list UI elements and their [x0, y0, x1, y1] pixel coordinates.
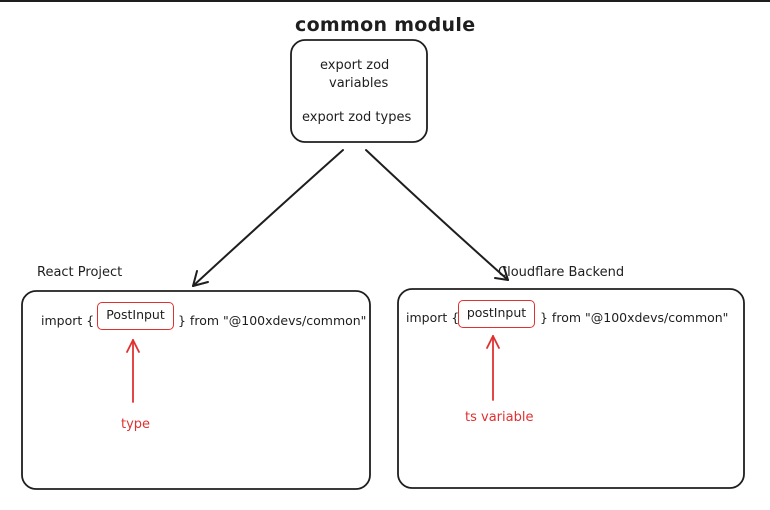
common-export-zod-line: export zod [320, 58, 390, 73]
type-annotation-label: type [121, 417, 151, 432]
variable-annotation-arrow [486, 335, 500, 401]
common-variables-line: variables [329, 76, 389, 91]
ts-variable-annotation-label: ts variable [465, 410, 534, 425]
page-title: common module [295, 14, 476, 36]
cloudflare-highlighted-postinput: postInput [458, 300, 535, 328]
arrow-to-cloudflare [365, 149, 509, 281]
cloudflare-import-rest: } from "@100xdevs/common" [540, 310, 729, 325]
react-highlighted-postinput: PostInput [97, 302, 174, 330]
cloudflare-backend-box [397, 288, 745, 489]
type-annotation-arrow [126, 339, 140, 403]
arrow-to-react [192, 149, 344, 287]
react-import-rest: } from "@100xdevs/common" [178, 313, 367, 328]
react-import-keyword: import { [41, 313, 95, 328]
top-border-line [0, 0, 770, 2]
common-module-box [290, 39, 428, 143]
react-project-label: React Project [37, 265, 123, 280]
cloudflare-import-keyword: import { [406, 310, 460, 325]
react-project-box [21, 290, 371, 490]
common-export-types-line: export zod types [302, 110, 412, 125]
cloudflare-backend-label: Cloudflare Backend [498, 265, 625, 280]
